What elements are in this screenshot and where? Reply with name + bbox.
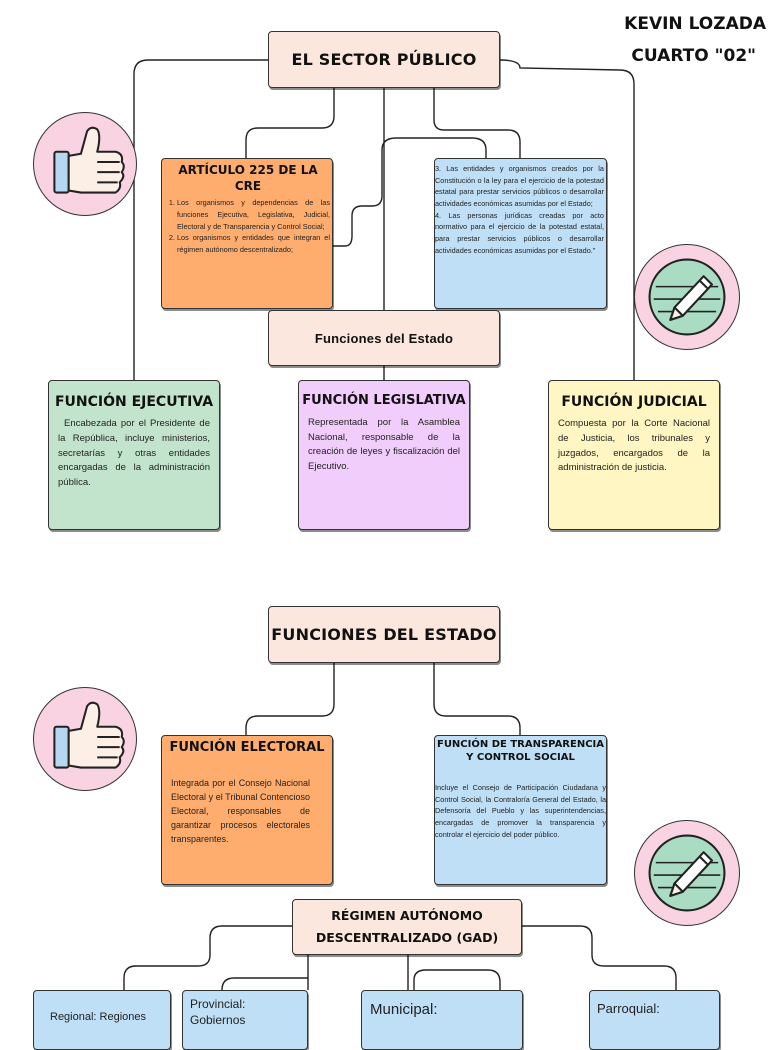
connector-sector-to-articulo-cont — [433, 88, 521, 158]
gad-regional-box: Regional: Regiones — [33, 990, 171, 1050]
author-name: KEVIN LOZADA — [624, 14, 766, 34]
gad-municipal-box: Municipal: — [361, 990, 523, 1050]
articulo-continuation-box: 3. Las entidades y organismos creados po… — [434, 158, 607, 309]
funcion-legislativa-box: FUNCIÓN LEGISLATIVA Representada por la … — [298, 380, 470, 530]
gad-parroquial-text: Parroquial: — [597, 1001, 660, 1016]
funcion-judicial-text: Compuesta por la Corte Nacional de Justi… — [558, 418, 710, 474]
funcion-ejecutiva-heading: FUNCIÓN EJECUTIVA — [54, 394, 214, 410]
funcion-electoral-text: Integrada por el Consejo Nacional Electo… — [171, 777, 310, 844]
funcion-legislativa-heading: FUNCIÓN LEGISLATIVA — [302, 393, 466, 408]
funcion-ejecutiva-text: Encabezada por el Presidente de la Repúb… — [58, 418, 210, 489]
connector-funciones2-to-electoral — [245, 663, 335, 735]
gad-provincial-box: Provincial: Gobiernos — [182, 990, 308, 1050]
funcion-transparencia-text: Incluye el Consejo de Participación Ciud… — [435, 783, 606, 839]
sector-publico-title: EL SECTOR PÚBLICO — [268, 31, 500, 88]
funcion-judicial-box: FUNCIÓN JUDICIAL Compuesta por la Corte … — [548, 380, 720, 530]
funciones-del-estado-title: FUNCIONES DEL ESTADO — [268, 606, 500, 663]
funcion-electoral-heading: FUNCIÓN ELECTORAL — [169, 740, 325, 755]
funcion-legislativa-text: Representada por la Asamblea Nacional, r… — [308, 416, 460, 473]
gad-parroquial-box: Parroquial: — [589, 990, 720, 1050]
pencil-icon — [634, 244, 740, 350]
thumbs-up-icon — [33, 687, 137, 791]
connector-sector-to-judicial — [499, 59, 635, 380]
articulo-225-box: ARTÍCULO 225 DE LA CRE Los organismos y … — [161, 158, 333, 309]
connector-gad-to-provincial — [221, 955, 309, 994]
gad-box: RÉGIMEN AUTÓNOMO DESCENTRALIZADO (GAD) — [292, 899, 522, 955]
funcion-electoral-box: FUNCIÓN ELECTORAL Integrada por el Conse… — [161, 735, 333, 885]
articulo-cont-item: 3. Las entidades y organismos creados po… — [435, 164, 604, 209]
connector-sector-to-articulo — [245, 88, 335, 158]
articulo-cont-item: 4. Las personas jurídicas creadas por ac… — [435, 210, 604, 255]
articulo-item: Los organismos y entidades que integran … — [177, 232, 330, 255]
funcion-judicial-heading: FUNCIÓN JUDICIAL — [561, 394, 707, 410]
connector-gad-to-municipal — [407, 955, 501, 992]
articulo-225-heading: ARTÍCULO 225 DE LA CRE — [178, 163, 318, 193]
pencil-icon — [634, 820, 740, 926]
connector-sector-to-ejecutiva — [133, 59, 268, 380]
funcion-transparencia-heading: FUNCIÓN DE TRANSPARENCIA Y CONTROL SOCIA… — [436, 739, 605, 763]
articulo-item: Los organismos y dependencias de las fun… — [177, 197, 330, 232]
gad-regional-text: Regional: Regiones — [50, 1011, 147, 1023]
connector-funciones2-to-transparencia — [433, 663, 521, 735]
funcion-ejecutiva-box: FUNCIÓN EJECUTIVA Encabezada por el Pres… — [48, 380, 220, 530]
gad-provincial-text: Provincial: Gobiernos — [190, 997, 246, 1028]
thumbs-up-icon — [33, 112, 137, 216]
author-course: CUARTO "02" — [631, 46, 756, 66]
gad-municipal-text: Municipal: — [370, 1001, 438, 1018]
connector-gad-to-regional — [123, 925, 292, 990]
connector-articulo-link — [333, 137, 487, 247]
connector-lines — [123, 59, 677, 994]
connector-gad-to-parroquial — [522, 925, 677, 990]
funciones-del-estado-label: Funciones del Estado — [268, 310, 500, 366]
gad-heading: RÉGIMEN AUTÓNOMO DESCENTRALIZADO (GAD) — [315, 908, 499, 945]
funcion-transparencia-box: FUNCIÓN DE TRANSPARENCIA Y CONTROL SOCIA… — [434, 735, 607, 885]
